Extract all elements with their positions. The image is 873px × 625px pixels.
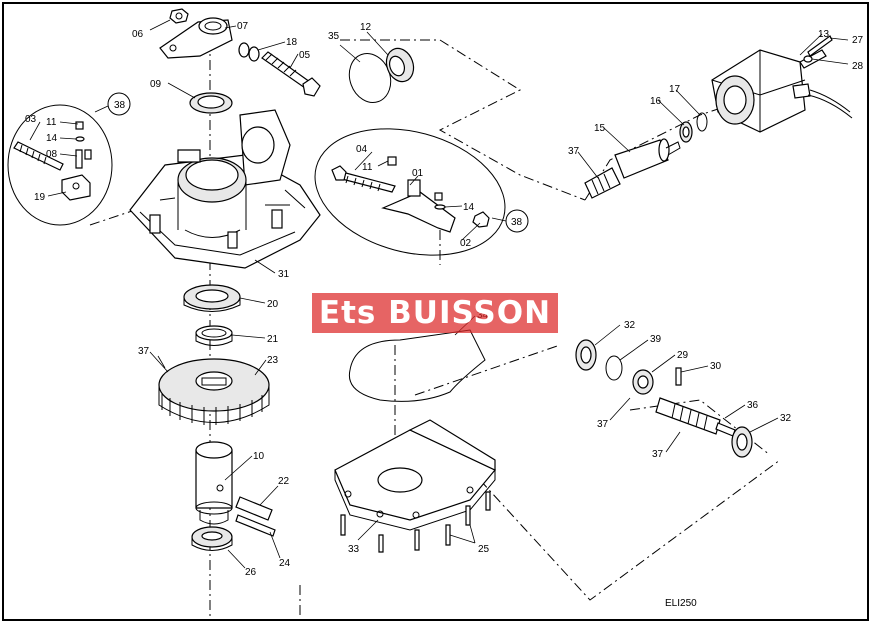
callout-21: 21	[267, 334, 279, 345]
part-18-washers	[238, 42, 260, 62]
callout-32-top: 32	[624, 320, 636, 331]
part-22-key	[235, 496, 273, 521]
part-10-output-shaft	[195, 441, 233, 525]
callout-14-right: 14	[463, 202, 475, 213]
part-33-screws	[340, 514, 384, 553]
part-26-bearing	[191, 526, 233, 551]
callout-16: 16	[650, 96, 662, 107]
part-31-gear-housing	[129, 109, 321, 269]
callout-03: 03	[25, 114, 37, 125]
part-15-motor-shaft	[614, 138, 681, 179]
callout-24: 24	[279, 558, 291, 569]
callout-01: 01	[412, 168, 424, 179]
callout-04: 04	[356, 144, 368, 155]
callout-27: 27	[852, 35, 864, 46]
callout-07: 07	[237, 21, 249, 32]
callout-37-motor: 37	[568, 146, 580, 157]
callout-37-worm-wheel: 37	[597, 419, 609, 430]
callout-14-left: 14	[46, 133, 58, 144]
part-39-ring	[605, 355, 623, 381]
callout-11-right: 11	[362, 162, 373, 173]
callout-35: 35	[328, 31, 340, 42]
part-20-bearing	[183, 284, 241, 312]
callout-39: 39	[650, 334, 662, 345]
callout-22: 22	[278, 476, 290, 487]
callout-17: 17	[669, 84, 681, 95]
cover-plate	[334, 419, 496, 531]
callout-32-bottom: 32	[780, 413, 792, 424]
part-29-worm-wheel	[632, 369, 654, 395]
part-37-coupling	[584, 167, 621, 199]
callout-29: 29	[677, 350, 689, 361]
callout-06: 06	[132, 29, 144, 40]
callout-02: 02	[460, 238, 472, 249]
callout-30: 30	[710, 361, 722, 372]
part-25-screws	[414, 491, 491, 551]
part-23-output-gear	[158, 358, 270, 425]
callout-31: 31	[278, 269, 290, 280]
callout-33: 33	[348, 544, 360, 555]
part-07-clamp-lever	[159, 17, 233, 59]
callout-10: 10	[253, 451, 265, 462]
part-13-motor	[711, 49, 853, 133]
callout-37-worm-shaft: 37	[652, 449, 664, 460]
callout-20: 20	[267, 299, 279, 310]
part-32-bearing-top	[575, 339, 597, 371]
part-24-pin	[235, 514, 276, 537]
part-28-washer	[803, 55, 813, 63]
detail-38-right-group	[314, 128, 506, 256]
callout-23: 23	[267, 355, 279, 366]
callout-12: 12	[360, 22, 372, 33]
callout-37-gear: 37	[138, 346, 150, 357]
callout-05: 05	[299, 50, 311, 61]
callout-13: 13	[818, 29, 830, 40]
callout-36: 36	[747, 400, 759, 411]
callout-08: 08	[46, 149, 58, 160]
part-12-bearing	[385, 47, 415, 83]
callout-25: 25	[478, 544, 490, 555]
part-34-gasket	[348, 329, 486, 402]
part-06-nut	[169, 8, 189, 24]
callout-38-left: 38	[114, 100, 126, 111]
drawing-reference: ELI250	[665, 598, 697, 609]
detail-38-left-group	[7, 104, 113, 226]
leader-lines	[29, 19, 849, 569]
watermark-banner: Ets BUISSON	[312, 293, 558, 333]
callout-28: 28	[852, 61, 864, 72]
part-21-bushing	[195, 325, 233, 346]
callout-11-left: 11	[46, 117, 57, 128]
part-16-bearing	[679, 121, 693, 143]
callout-18: 18	[286, 37, 298, 48]
callout-15: 15	[594, 123, 606, 134]
part-27-screw	[807, 35, 833, 57]
part-30-pin	[675, 367, 682, 386]
callout-26: 26	[245, 567, 257, 578]
part-36-worm-shaft	[655, 397, 736, 437]
callout-19: 19	[34, 192, 46, 203]
callout-38-right: 38	[511, 217, 523, 228]
callout-09: 09	[150, 79, 162, 90]
part-17-ring	[696, 112, 708, 132]
part-32-bearing-bottom	[731, 426, 753, 458]
part-05-bolt	[261, 51, 321, 97]
callout-circle-38-left	[107, 92, 131, 116]
part-09-seal	[189, 92, 233, 114]
